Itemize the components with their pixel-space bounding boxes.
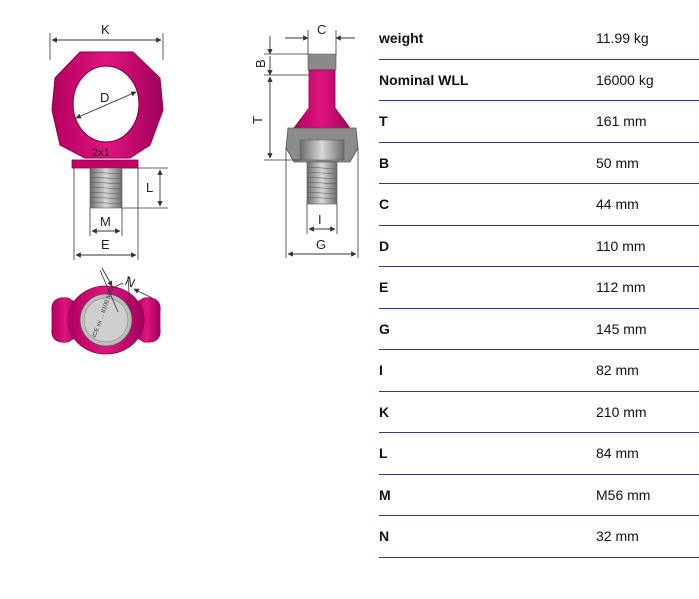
side-view: C B T I G (250, 22, 359, 258)
spec-value: 210 mm (596, 391, 699, 433)
ring-base (71, 159, 139, 169)
spec-value: 110 mm (596, 225, 699, 267)
spec-value: 32 mm (596, 515, 699, 558)
spec-value: 145 mm (596, 308, 699, 350)
spec-value: 16000 kg (596, 59, 699, 101)
spec-name: B (379, 142, 596, 184)
dim-label-b: B (253, 59, 268, 68)
dim-label-t: T (250, 116, 265, 124)
spec-name: Nominal WLL (379, 59, 596, 101)
spec-name: N (379, 515, 596, 558)
side-neck (293, 69, 351, 129)
spec-name: weight (379, 18, 596, 60)
front-view: K D 2x1 L M E (49, 22, 168, 260)
dim-label-k: K (101, 22, 110, 37)
spec-name: I (379, 349, 596, 392)
spec-value: 82 mm (596, 349, 699, 392)
dim-label-e: E (101, 237, 110, 252)
spec-name: C (379, 183, 596, 226)
spec-value: 44 mm (596, 183, 699, 226)
spec-name: M (379, 474, 596, 516)
spec-value: 112 mm (596, 266, 699, 309)
drawing-canvas: K D 2x1 L M E (49, 22, 359, 355)
spec-name: T (379, 100, 596, 143)
spec-value: 161 mm (596, 100, 699, 143)
dim-label-n: N (123, 273, 138, 291)
top-view: ICE xx ... 8100 M20 N (51, 267, 161, 355)
dim-label-i: I (318, 212, 322, 227)
dim-label-c: C (317, 22, 326, 37)
dim-label-g: G (316, 237, 326, 252)
spec-value: 50 mm (596, 142, 699, 184)
spec-value: 84 mm (596, 432, 699, 475)
spec-name: E (379, 266, 596, 309)
spec-name: K (379, 391, 596, 433)
spec-value: M56 mm (596, 474, 699, 516)
dim-label-m: M (100, 214, 111, 229)
spec-value: 11.99 kg (596, 18, 699, 60)
spec-name: L (379, 432, 596, 475)
ring-marking: 2x1 (92, 147, 110, 159)
spec-name: D (379, 225, 596, 267)
technical-drawings: K D 2x1 L M E (49, 22, 359, 355)
spec-name: G (379, 308, 596, 350)
dim-label-l: L (146, 180, 153, 195)
dim-label-d: D (100, 90, 109, 105)
